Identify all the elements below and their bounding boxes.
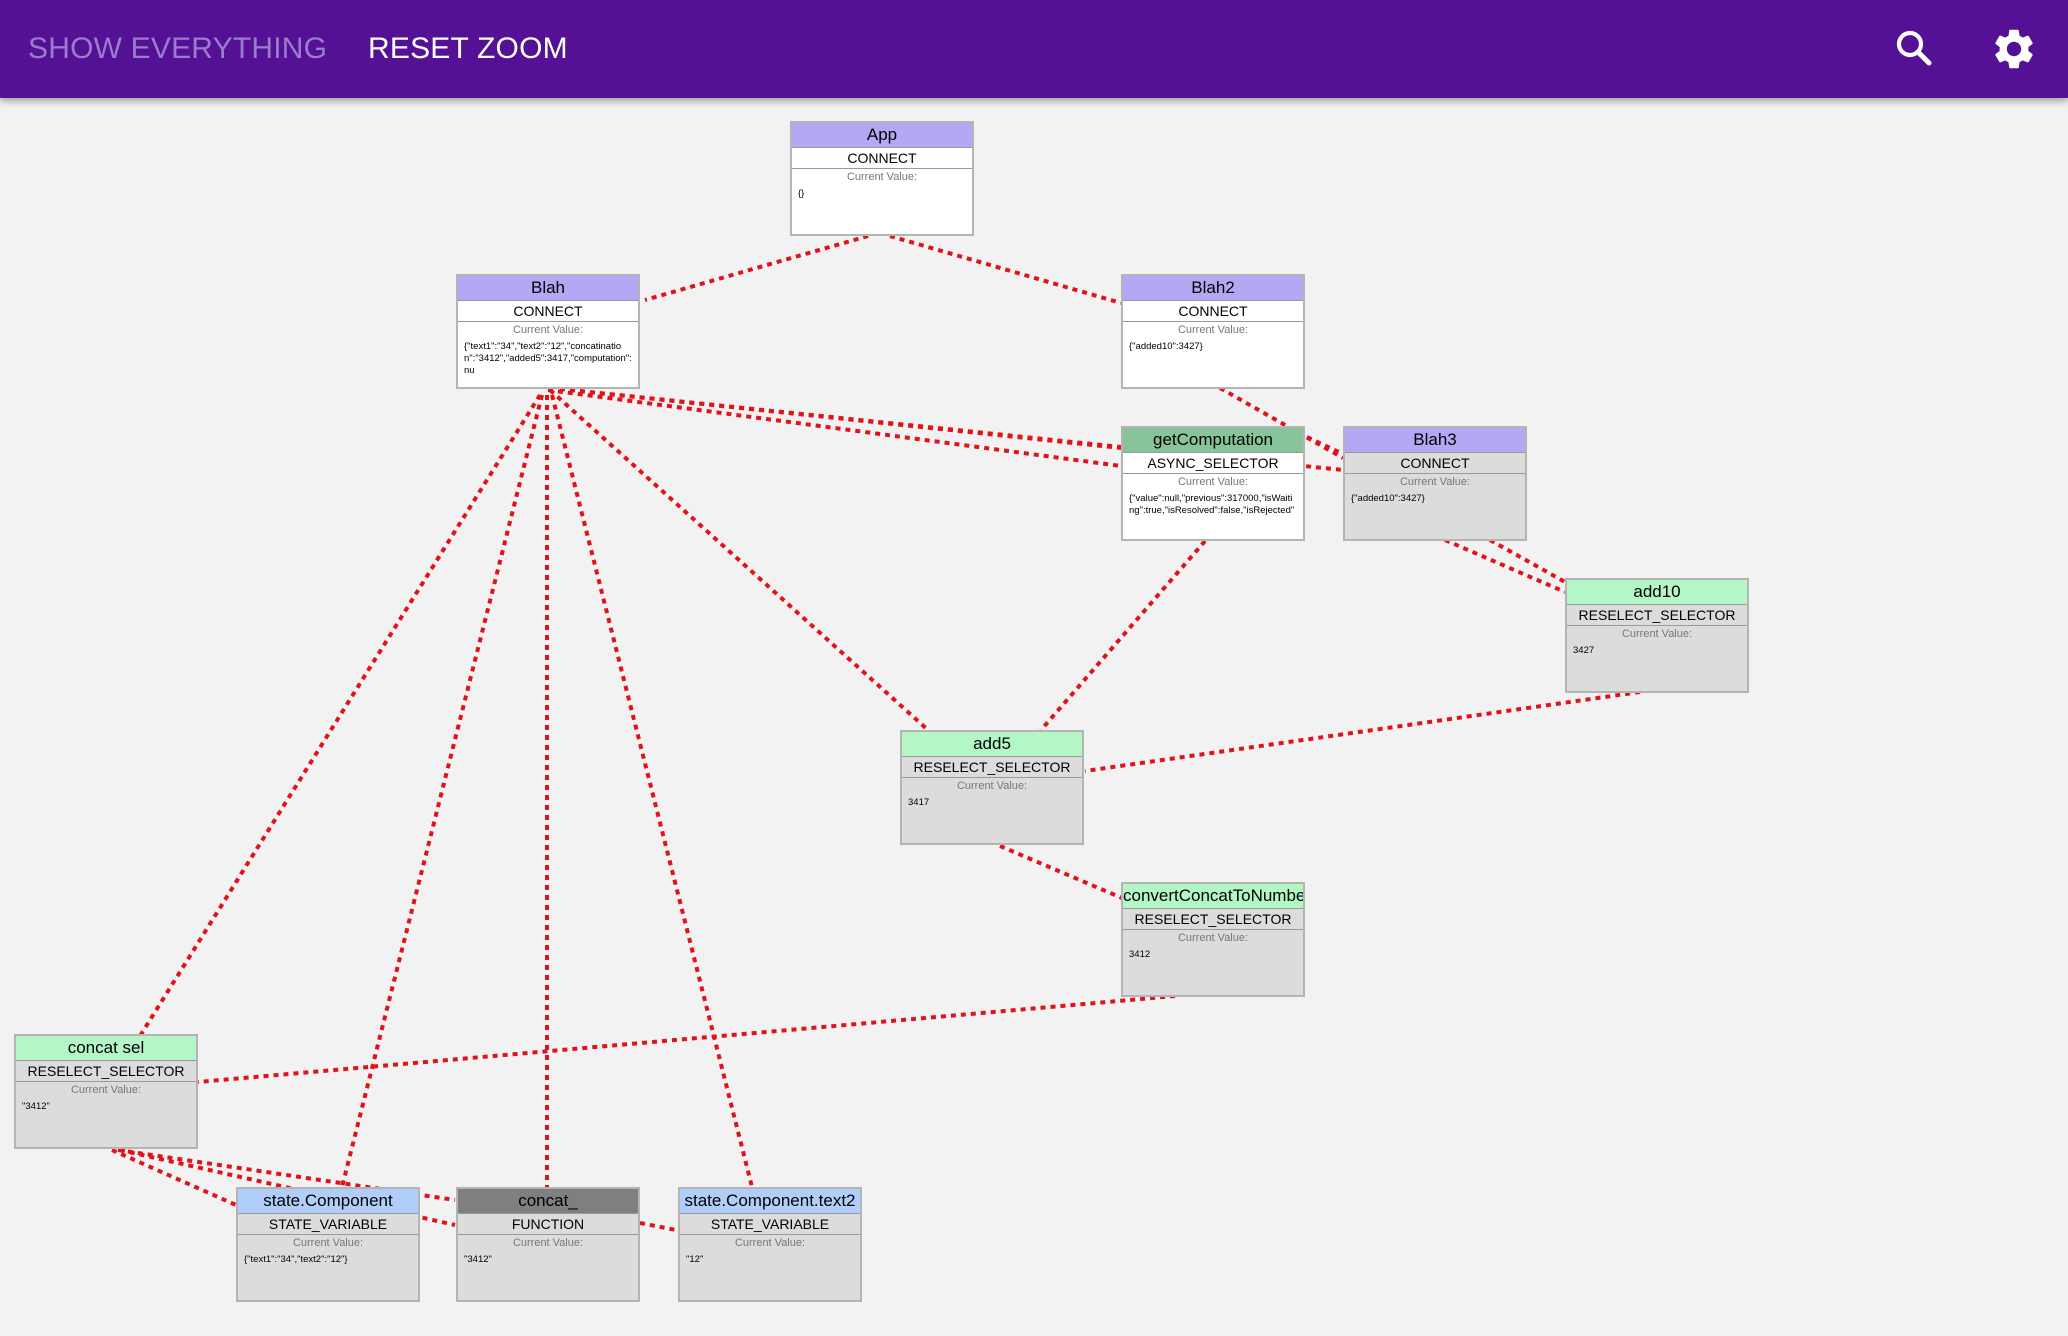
node-type: CONNECT <box>792 148 972 169</box>
node-type: STATE_VARIABLE <box>238 1214 418 1235</box>
node-title: state.Component <box>238 1189 418 1214</box>
edge-blah-add5 <box>548 388 930 732</box>
node-title: concat_ <box>458 1189 638 1214</box>
current-value: {"text1":"34","text2":"12"} <box>244 1254 348 1265</box>
node-title: App <box>792 123 972 148</box>
node-blah[interactable]: Blah CONNECT Current Value: {"text1":"34… <box>456 274 640 389</box>
node-type: STATE_VARIABLE <box>680 1214 860 1235</box>
node-title: concat sel <box>16 1036 196 1061</box>
current-value: 3412 <box>1129 949 1151 960</box>
current-value-label: Current Value: <box>292 1237 364 1249</box>
reset-zoom-button[interactable]: RESET ZOOM <box>368 32 568 65</box>
current-value-label: Current Value: <box>512 1237 584 1249</box>
node-title: add10 <box>1567 580 1747 605</box>
node-title: state.Component.text2 <box>680 1189 860 1214</box>
node-add10[interactable]: add10 RESELECT_SELECTOR Current Value: 3… <box>1565 578 1749 693</box>
edge-blah3-add10-2 <box>1489 538 1566 584</box>
node-blah2[interactable]: Blah2 CONNECT Current Value: {"added10":… <box>1121 274 1305 389</box>
edge-convertconcat-concatsel <box>197 994 1176 1084</box>
current-value-label: Current Value: <box>512 324 584 336</box>
current-value: 3417 <box>908 797 930 808</box>
node-type: CONNECT <box>458 301 638 322</box>
current-value-label: Current Value: <box>1399 476 1471 488</box>
edge-concatsel-statecomponent <box>111 1148 237 1207</box>
node-concat-sel[interactable]: concat sel RESELECT_SELECTOR Current Val… <box>14 1034 198 1149</box>
edge-blah2-blah3 <box>1219 386 1344 460</box>
search-icon[interactable] <box>1890 25 1938 73</box>
node-concat-function[interactable]: concat_ FUNCTION Current Value: "3412" <box>456 1187 640 1302</box>
node-blah3[interactable]: Blah3 CONNECT Current Value: {"added10":… <box>1343 426 1527 541</box>
node-type: ASYNC_SELECTOR <box>1123 453 1303 474</box>
current-value: "12" <box>686 1254 704 1265</box>
edge-blah-statecomponenttext2 <box>550 394 754 1188</box>
gear-icon[interactable] <box>1990 25 2038 73</box>
node-title: Blah3 <box>1345 428 1525 453</box>
current-value-label: Current Value: <box>1177 476 1249 488</box>
node-title: Blah <box>458 276 638 301</box>
node-type: RESELECT_SELECTOR <box>1123 909 1303 930</box>
edge-concatfn-statecomponenttext2 <box>639 1221 677 1232</box>
edge-getcomputation-blah3 <box>1306 435 1344 456</box>
node-type: RESELECT_SELECTOR <box>902 757 1082 778</box>
node-state-component[interactable]: state.Component STATE_VARIABLE Current V… <box>236 1187 420 1302</box>
edge-add5-convertconcat <box>999 844 1123 900</box>
current-value-label: Current Value: <box>846 171 918 183</box>
current-value: 3427 <box>1573 645 1595 656</box>
current-value: "3412" <box>464 1254 492 1265</box>
current-value-label: Current Value: <box>1177 932 1249 944</box>
node-app[interactable]: App CONNECT Current Value: {} <box>790 121 974 236</box>
node-add5[interactable]: add5 RESELECT_SELECTOR Current Value: 34… <box>900 730 1084 845</box>
node-title: add5 <box>902 732 1082 757</box>
edge-app-blah2 <box>889 234 1122 305</box>
current-value: {"added10":3427} <box>1129 341 1203 352</box>
current-value-label: Current Value: <box>734 1237 806 1249</box>
edge-blah-getcomputation-2 <box>547 388 1122 468</box>
edge-app-blah <box>644 234 869 302</box>
current-value: "3412" <box>22 1101 50 1112</box>
node-type: RESELECT_SELECTOR <box>1567 605 1747 626</box>
current-value-label: Current Value: <box>1621 628 1693 640</box>
current-value: {"added10":3427} <box>1351 493 1425 504</box>
node-getcomputation[interactable]: getComputation ASYNC_SELECTOR Current Va… <box>1121 426 1305 541</box>
edge-blah-statecomponent <box>340 394 544 1188</box>
edge-add10-add5 <box>1084 690 1641 773</box>
current-value: {"text1":"34","text2":"12","concatinatio… <box>464 341 632 376</box>
node-type: RESELECT_SELECTOR <box>16 1061 196 1082</box>
node-type: CONNECT <box>1123 301 1303 322</box>
edge-blah3-add10 <box>1444 538 1566 594</box>
show-everything-button[interactable]: SHOW EVERYTHING <box>28 32 328 65</box>
edge-blah-concatsel <box>138 393 542 1038</box>
node-convertconcattonumber[interactable]: convertConcatToNumber RESELECT_SELECTOR … <box>1121 882 1305 997</box>
current-value-label: Current Value: <box>956 780 1028 792</box>
current-value-label: Current Value: <box>70 1084 142 1096</box>
current-value: {"value":null,"previous":317000,"isWaiti… <box>1129 493 1295 516</box>
app-bar: SHOW EVERYTHING RESET ZOOM <box>0 0 2068 98</box>
node-title: Blah2 <box>1123 276 1303 301</box>
node-title: convertConcatToNumber <box>1123 884 1303 909</box>
node-type: FUNCTION <box>458 1214 638 1235</box>
current-value-label: Current Value: <box>1177 324 1249 336</box>
current-value: {} <box>798 188 805 199</box>
edge-getcomputation-add5 <box>1039 539 1207 732</box>
node-state-component-text2[interactable]: state.Component.text2 STATE_VARIABLE Cur… <box>678 1187 862 1302</box>
node-type: CONNECT <box>1345 453 1525 474</box>
node-title: getComputation <box>1123 428 1303 453</box>
